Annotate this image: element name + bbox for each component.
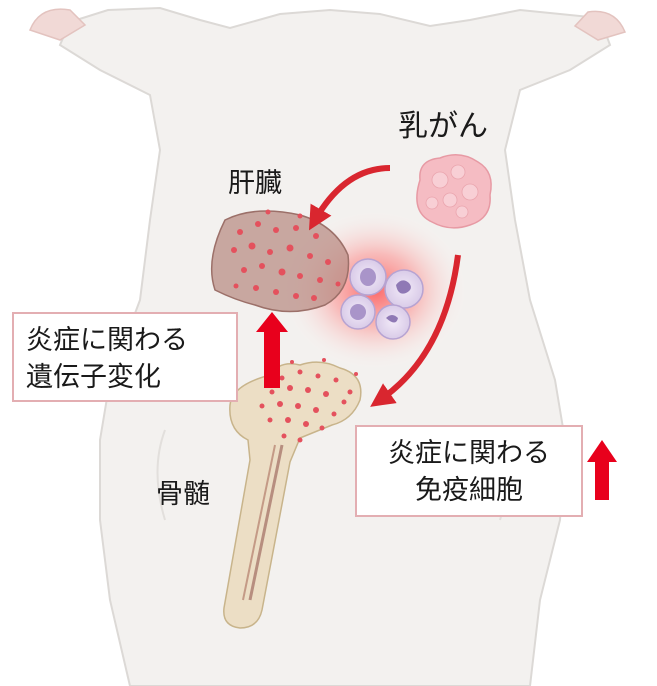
- bone-dot: [313, 407, 319, 413]
- bone-dot: [332, 412, 337, 417]
- bone-dot: [260, 404, 265, 409]
- bone-dot: [320, 426, 325, 431]
- bone-dot: [277, 401, 283, 407]
- bone-dot: [287, 385, 293, 391]
- bone-dot: [270, 390, 275, 395]
- liver-dot: [293, 293, 299, 299]
- liver-dot: [298, 214, 303, 219]
- liver-dot: [241, 267, 247, 273]
- liver-dot: [234, 284, 239, 289]
- gene-change-line2: 遺伝子変化: [26, 359, 224, 396]
- liver-label: 肝臓: [228, 170, 282, 197]
- liver-dot: [253, 285, 259, 291]
- liver-dot: [249, 243, 256, 250]
- bone-dot: [285, 417, 291, 423]
- bone-dot: [334, 378, 339, 383]
- liver-dot: [273, 289, 279, 295]
- gene-change-line1: 炎症に関わる: [26, 322, 224, 359]
- liver-dot: [297, 273, 303, 279]
- liver-dot: [231, 247, 237, 253]
- bone-dot: [282, 434, 287, 439]
- immune-cells-line2: 免疫細胞: [369, 472, 569, 509]
- immune-cells-box: 炎症に関わる 免疫細胞: [355, 425, 583, 517]
- bone-dot: [298, 438, 303, 443]
- liver-dot: [293, 225, 299, 231]
- gene-change-box: 炎症に関わる 遺伝子変化: [12, 312, 238, 402]
- liver-dot: [311, 295, 317, 301]
- liver-dot: [325, 259, 331, 265]
- liver-dot: [237, 229, 243, 235]
- liver-dot: [313, 233, 319, 239]
- breast-cancer-label: 乳がん: [398, 112, 488, 142]
- bone-dot: [322, 358, 326, 362]
- up-arrow-immune-icon: [587, 440, 617, 500]
- liver-dot: [273, 227, 279, 233]
- bone-marrow-label: 骨髄: [156, 481, 210, 508]
- bone-dot: [348, 390, 353, 395]
- bone-dot: [354, 372, 358, 376]
- bone-dot: [295, 403, 301, 409]
- liver-dot: [255, 221, 261, 227]
- liver-dot: [259, 263, 265, 269]
- bone-dot: [290, 360, 294, 364]
- bone-dot: [280, 376, 285, 381]
- immune-cells-line1: 炎症に関わる: [369, 435, 569, 472]
- liver-dot: [307, 253, 313, 259]
- bone-dot: [323, 391, 329, 397]
- liver-dot: [336, 282, 341, 287]
- liver-dot: [266, 210, 271, 215]
- bone-dot: [316, 374, 321, 379]
- liver-dot: [267, 249, 273, 255]
- bone-dot: [268, 418, 273, 423]
- bone-dot: [303, 421, 309, 427]
- bone-dot: [298, 370, 303, 375]
- tumor-icon: [417, 155, 491, 228]
- liver-dot: [317, 277, 323, 283]
- liver-dot: [287, 245, 294, 252]
- liver-dot: [279, 269, 286, 276]
- bone-dot: [342, 400, 347, 405]
- bone-dot: [305, 387, 311, 393]
